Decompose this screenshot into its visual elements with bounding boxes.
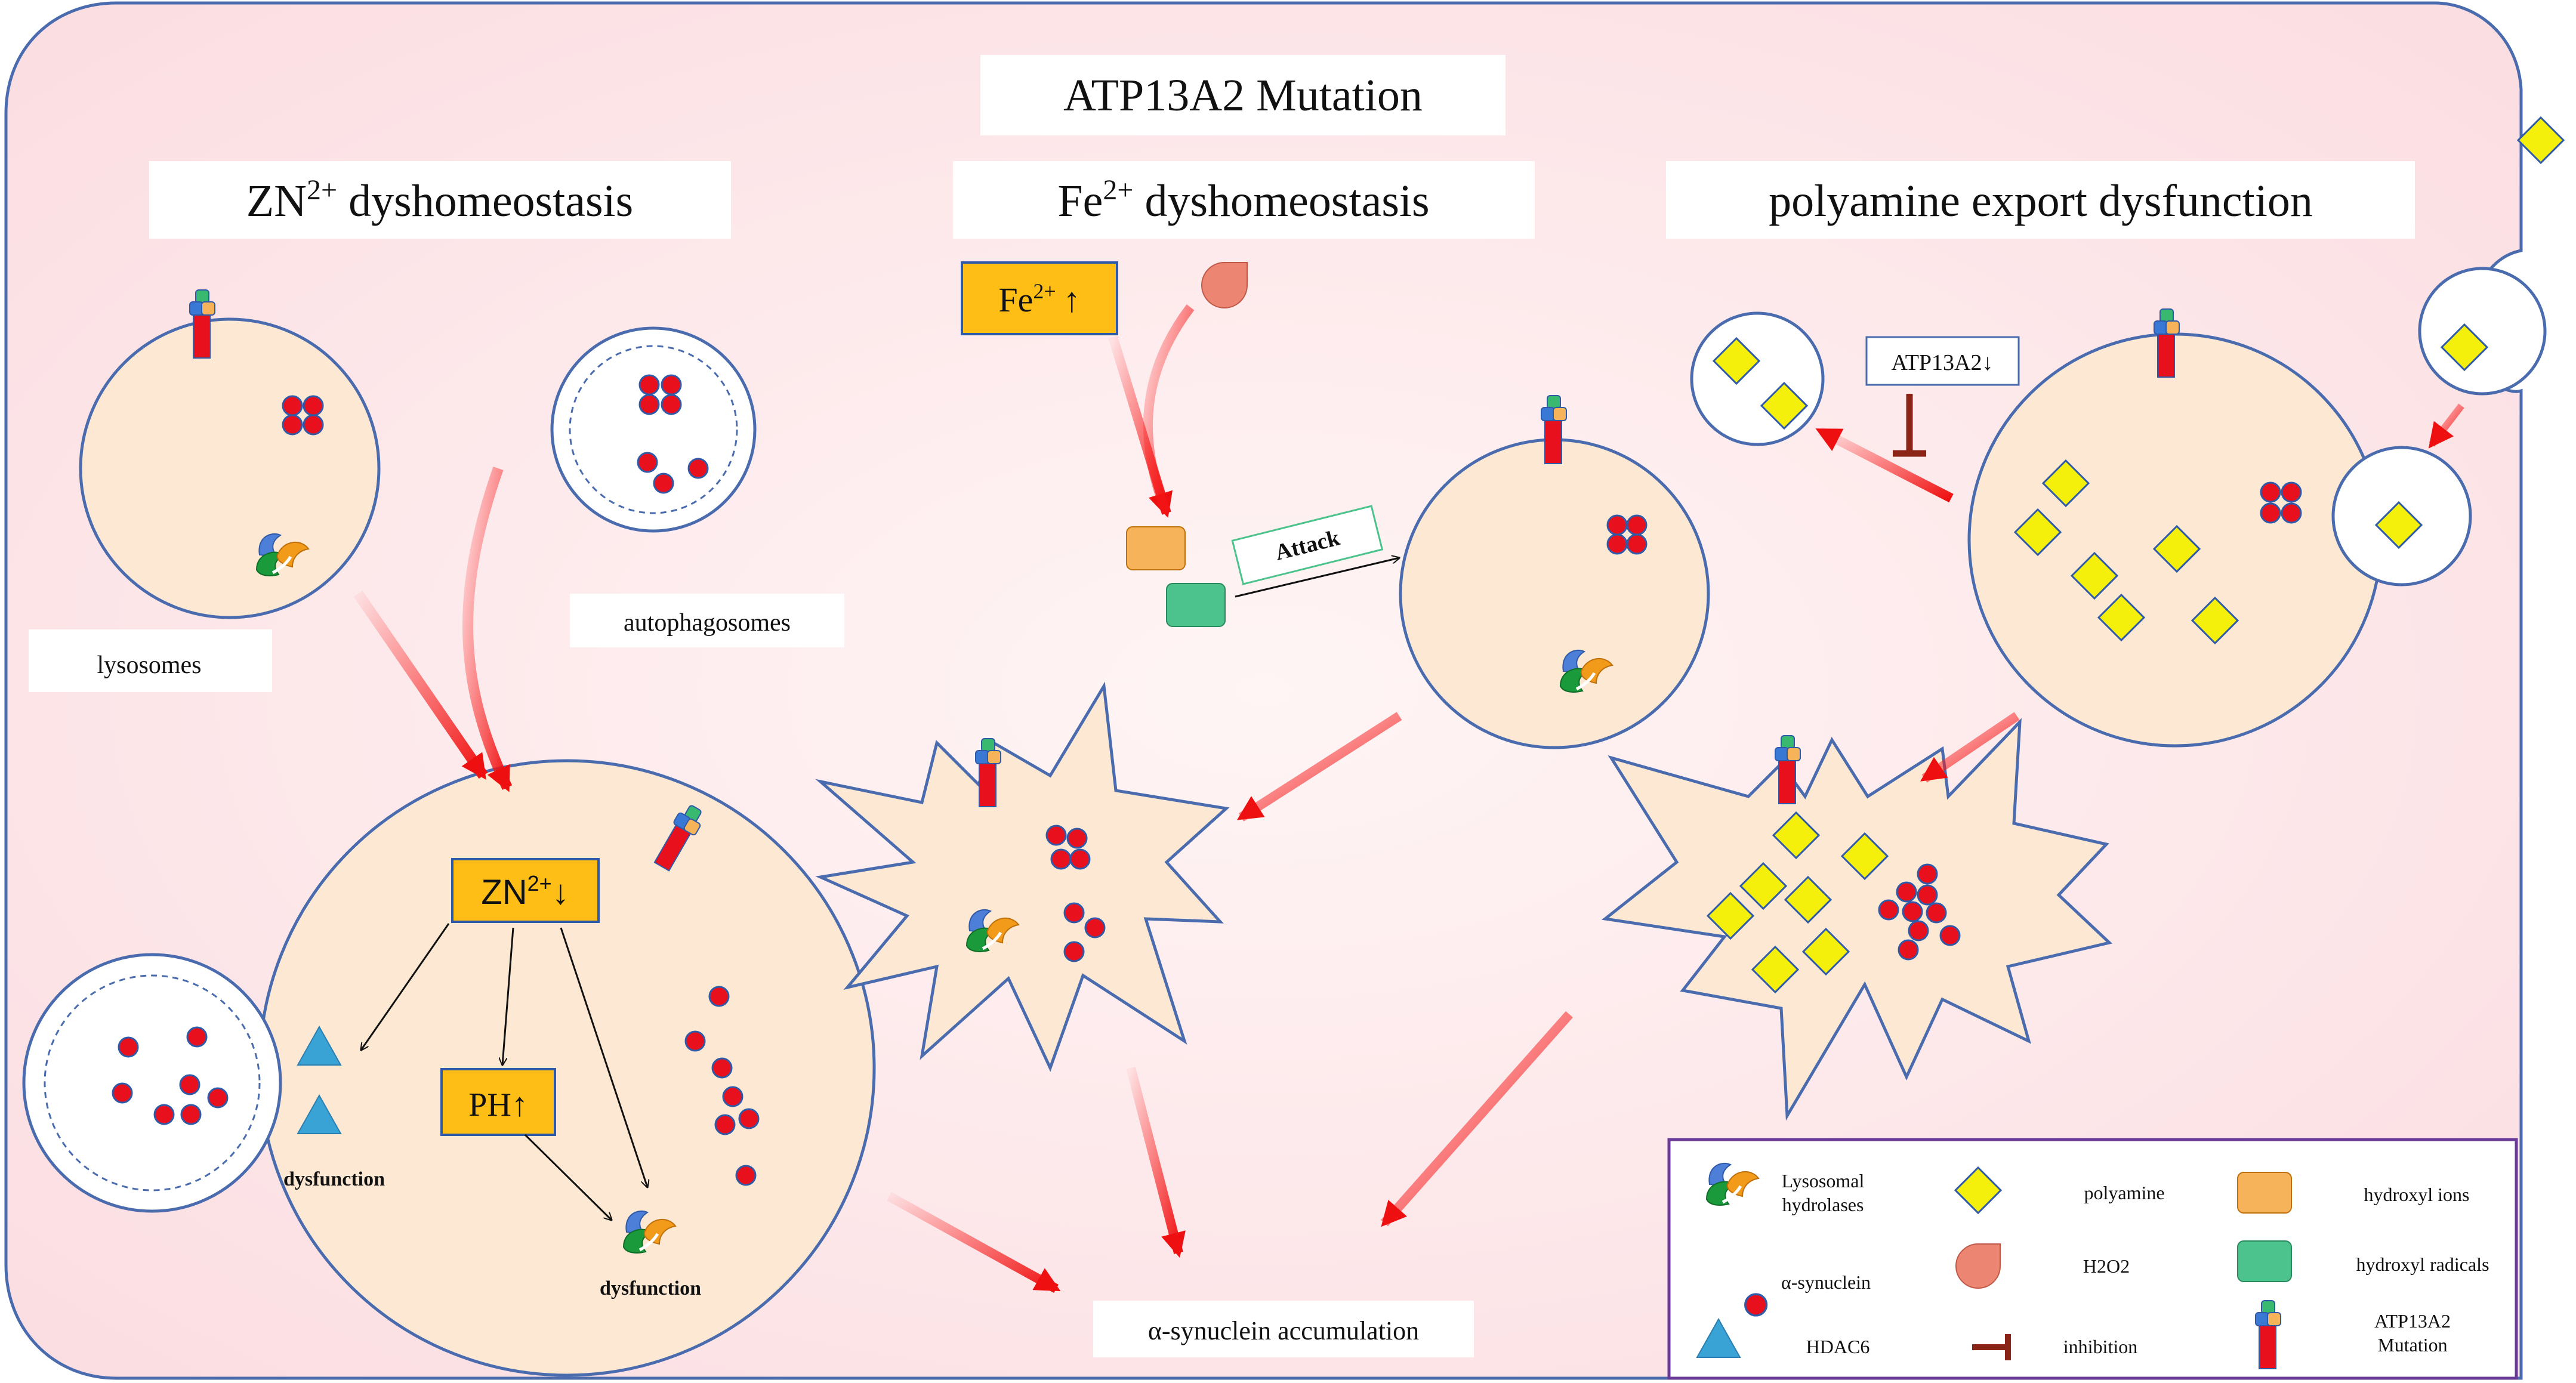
vesicle xyxy=(1690,311,1825,446)
damaged-lysosome xyxy=(1601,718,2113,1121)
flow-arrow xyxy=(1381,1011,1573,1227)
hydroxyl-ion-icon xyxy=(2237,1172,2292,1214)
zn-box-label: ZN2+↓ xyxy=(481,871,569,912)
legend-alpha-synuclein-label: α-synuclein xyxy=(1781,1271,1871,1293)
zn-box xyxy=(451,858,600,923)
atp-inhibit-label: ATP13A2↓ xyxy=(1891,350,1993,375)
flow-arrow xyxy=(353,590,488,780)
title-box xyxy=(980,55,1506,135)
autophagosome-inner xyxy=(569,345,738,514)
flow-arrow xyxy=(1920,712,2020,783)
atp-inhibit-box xyxy=(1865,336,2020,386)
hydroxyl-radical-icon xyxy=(2237,1240,2292,1282)
legend-hydroxyl-ions-label: hydroxyl ions xyxy=(2364,1184,2470,1205)
h2o2-icon xyxy=(1201,262,1248,308)
polyamine-icon xyxy=(2517,116,2565,164)
section-zn-box xyxy=(149,161,731,239)
autophagosomes-label: autophagosomes xyxy=(624,609,791,637)
autophagosomes-label-box xyxy=(570,594,844,647)
section-zn-title: ZN2+ dyshomeostasis xyxy=(246,174,634,226)
alpha-synuclein-icon xyxy=(1744,1293,1768,1317)
section-fe-title: Fe2+ dyshomeostasis xyxy=(1057,174,1429,226)
flow-arrow xyxy=(2428,403,2464,449)
lysosome xyxy=(79,317,381,619)
attack-label-box: Attack xyxy=(1231,505,1384,585)
autophagosome-inner xyxy=(44,974,261,1191)
fe-box xyxy=(961,261,1118,335)
section-poly-title: polyamine export dysfunction xyxy=(1769,176,2313,226)
legend-hydroxyl-radicals-label: hydroxyl radicals xyxy=(2356,1254,2489,1275)
section-fe-box xyxy=(953,161,1535,239)
flow-arrow xyxy=(1236,712,1402,822)
attack-arrow xyxy=(1235,558,1399,598)
lysosome-large xyxy=(258,759,876,1377)
flow-arrow xyxy=(1143,304,1195,515)
ph-box-label: PH↑ xyxy=(468,1086,528,1123)
legend-hdac6-label: HDAC6 xyxy=(1806,1336,1870,1357)
page-title: ATP13A2 Mutation xyxy=(1063,70,1423,121)
autophagosome xyxy=(550,326,757,533)
legend-polyamine-label: polyamine xyxy=(2084,1182,2164,1203)
inhibition-icon xyxy=(1972,1334,2011,1360)
lysosomes-label-box xyxy=(29,629,272,692)
lysosome xyxy=(1399,438,1710,749)
hydroxyl-ion-icon xyxy=(1126,526,1186,570)
flow-arrow xyxy=(887,1192,1061,1293)
fe-box-label: Fe2+↑ xyxy=(998,279,1080,319)
flow-arrow xyxy=(1126,1067,1186,1258)
accumulation-box xyxy=(1093,1301,1474,1357)
legend-inhibition-label: inhibition xyxy=(2063,1336,2137,1357)
lysosomes-label: lysosomes xyxy=(97,652,201,679)
flow-arrow xyxy=(1815,426,1954,503)
section-poly-box xyxy=(1666,161,2415,239)
accumulation-label: α-synuclein accumulation xyxy=(1148,1316,1419,1345)
vesicle xyxy=(2418,267,2547,396)
hydroxyl-radical-icon xyxy=(1166,583,1226,627)
legend-h2o2-label: H2O2 xyxy=(2083,1255,2130,1277)
zn-effect-arrows xyxy=(361,923,647,1220)
h2o2-icon xyxy=(1955,1243,2001,1289)
inhibition-icon xyxy=(1893,394,1926,457)
ph-box xyxy=(440,1068,556,1136)
autophagosome xyxy=(22,953,282,1213)
dysfunction-hdac6-label: dysfunction xyxy=(283,1168,385,1190)
legend xyxy=(1667,1138,2518,1380)
dysfunction-hydrolase-label: dysfunction xyxy=(600,1277,701,1299)
flow-arrow xyxy=(462,467,513,792)
